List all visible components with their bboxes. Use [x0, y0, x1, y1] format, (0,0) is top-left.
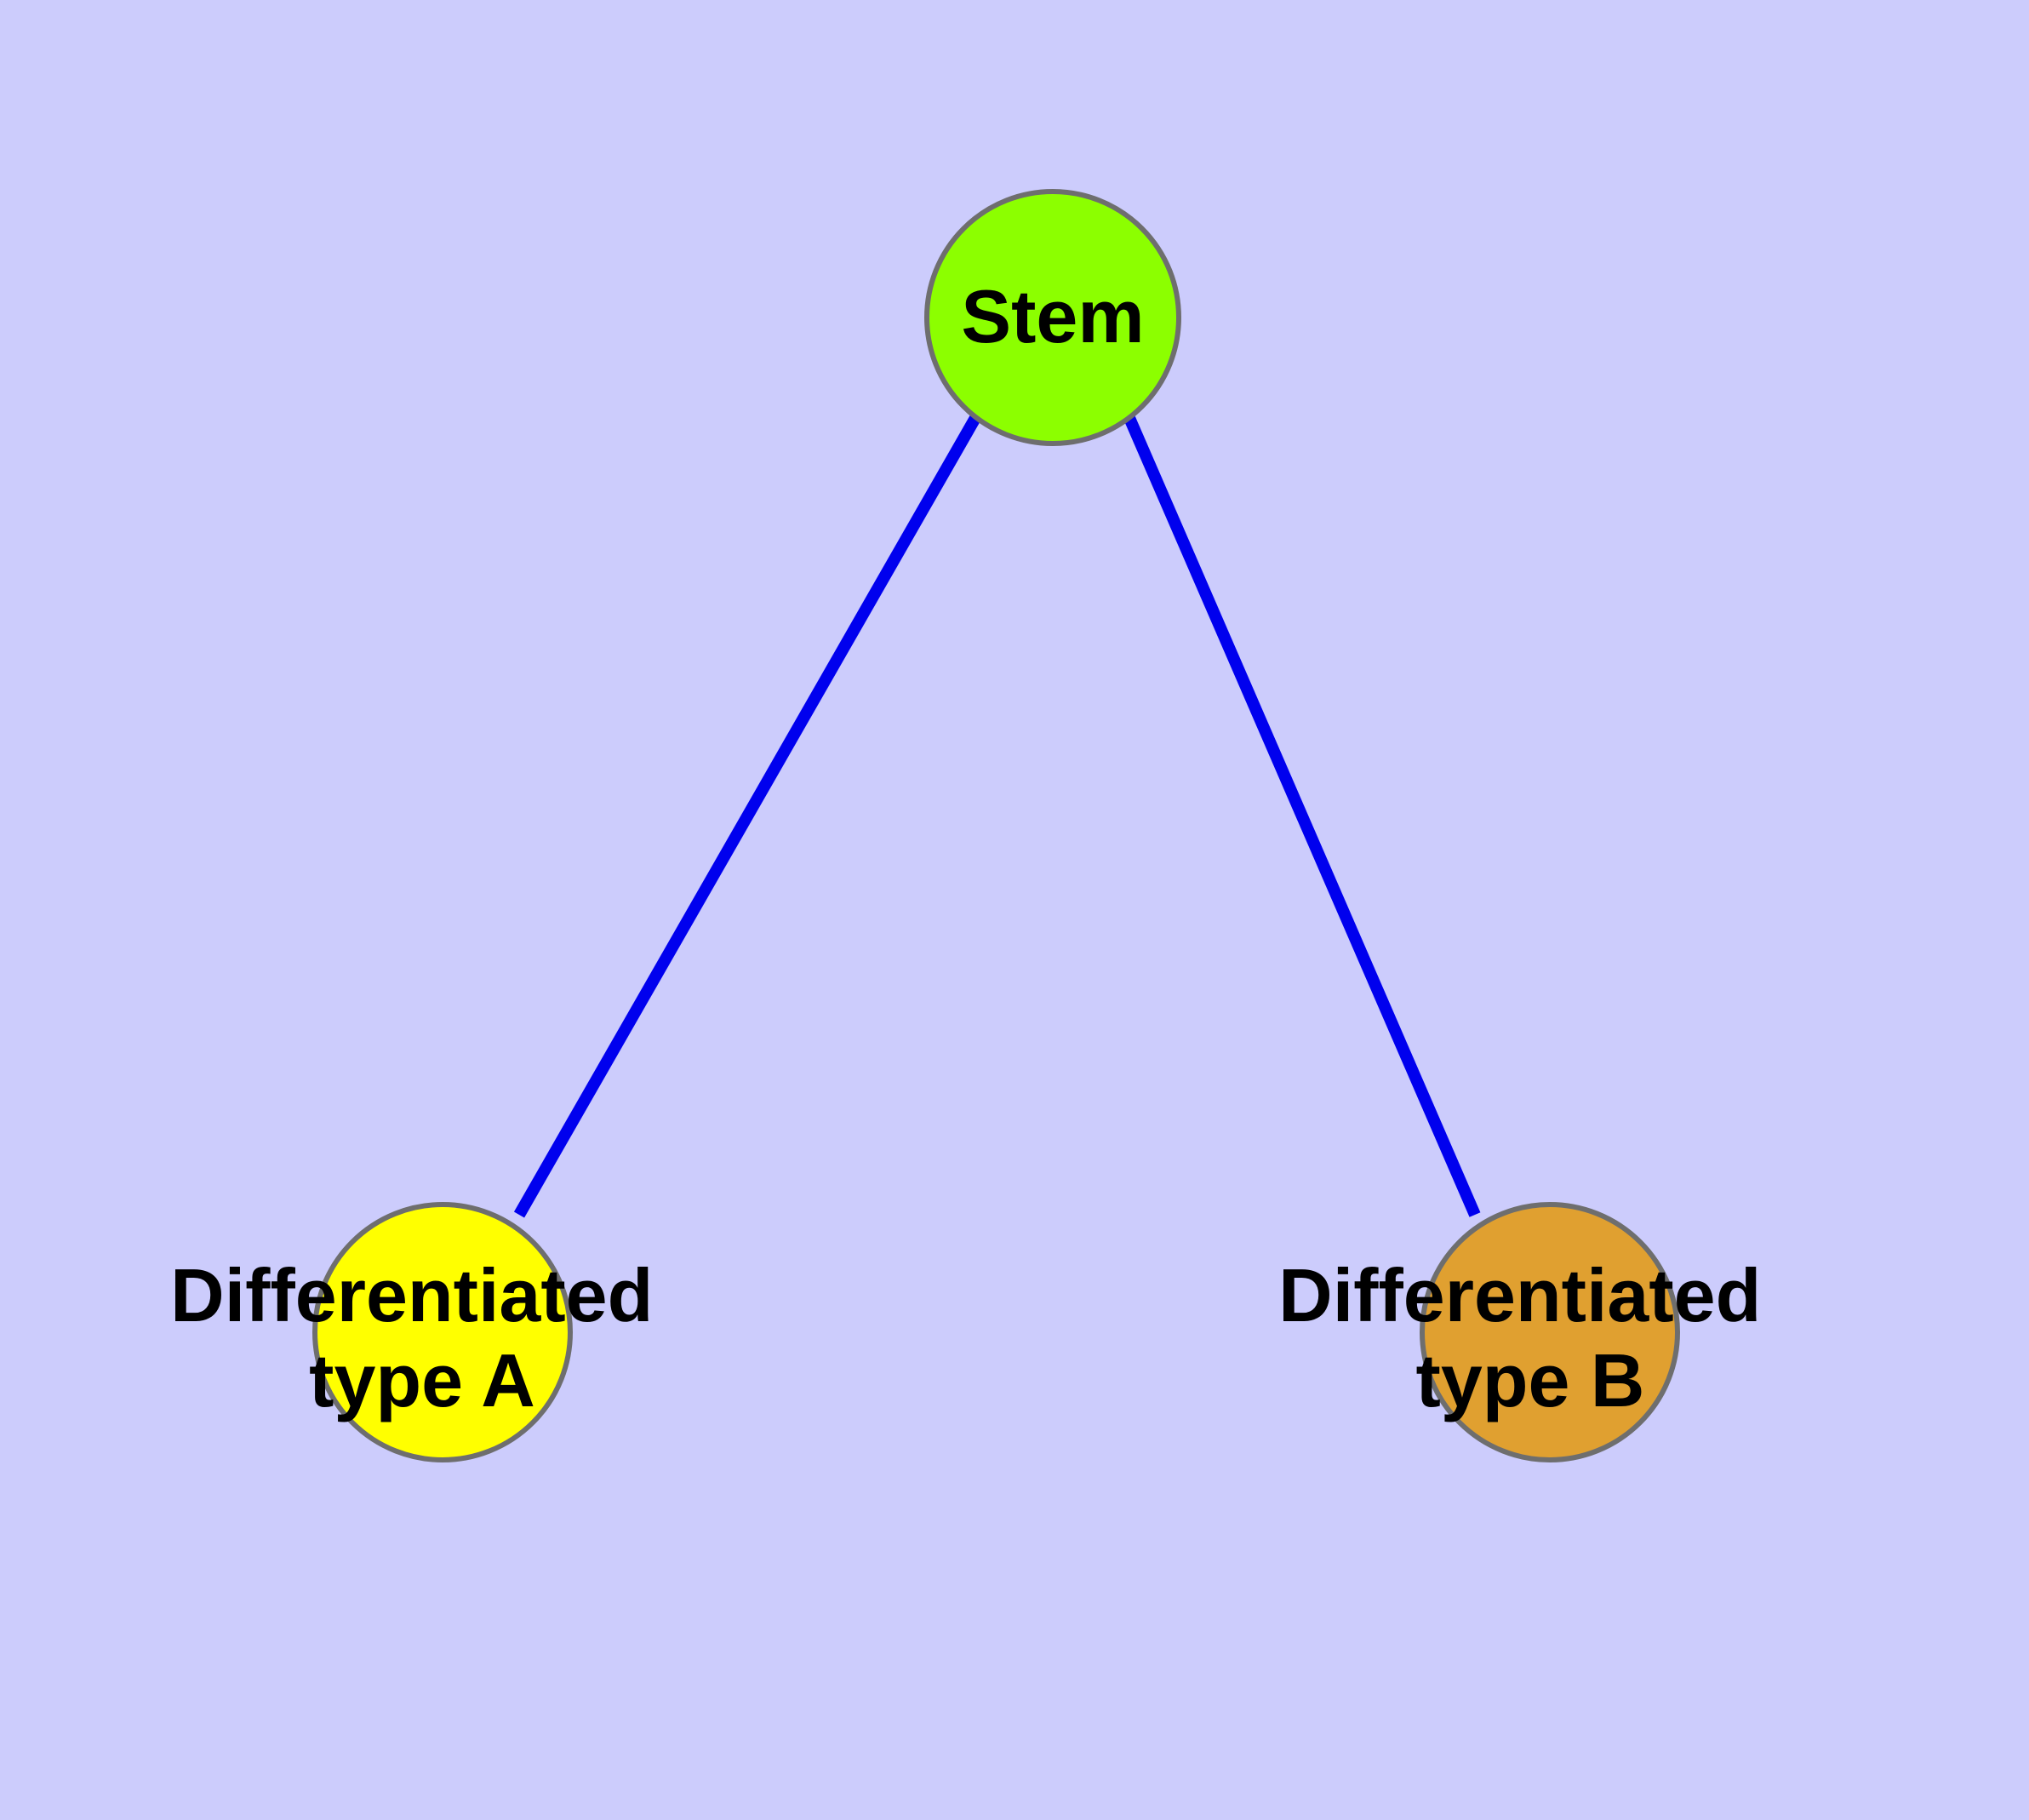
edge-stem-to-diff-b	[1123, 415, 1481, 1217]
node-differentiated-type-b-circle[interactable]	[1420, 1202, 1680, 1462]
node-differentiated-type-a-circle[interactable]	[312, 1202, 573, 1462]
node-differentiated-type-a[interactable]	[312, 1202, 573, 1462]
node-differentiated-type-b-label-line-2: type B	[1416, 1338, 1645, 1422]
labels-layer: Differentiated type A Differentiated typ…	[170, 1253, 1782, 1422]
edge-stem-to-diff-a	[513, 415, 981, 1218]
node-stem-label: Stem	[961, 274, 1144, 358]
node-stem[interactable]: Stem	[924, 189, 1181, 446]
node-differentiated-type-a-label: Differentiated type A	[170, 1253, 674, 1422]
node-stem-label-line-1: Stem	[961, 274, 1144, 358]
node-differentiated-type-a-label-line-1: Differentiated	[170, 1253, 653, 1337]
node-differentiated-type-a-label-line-2: type A	[309, 1338, 535, 1422]
node-differentiated-type-b-label-line-1: Differentiated	[1278, 1253, 1761, 1337]
nodes-layer: Stem	[312, 189, 1680, 1462]
node-differentiated-type-b[interactable]	[1420, 1202, 1680, 1462]
node-differentiated-type-b-label: Differentiated type B	[1278, 1253, 1782, 1422]
node-stem-circle[interactable]	[924, 189, 1181, 446]
edges-layer	[513, 415, 1481, 1218]
